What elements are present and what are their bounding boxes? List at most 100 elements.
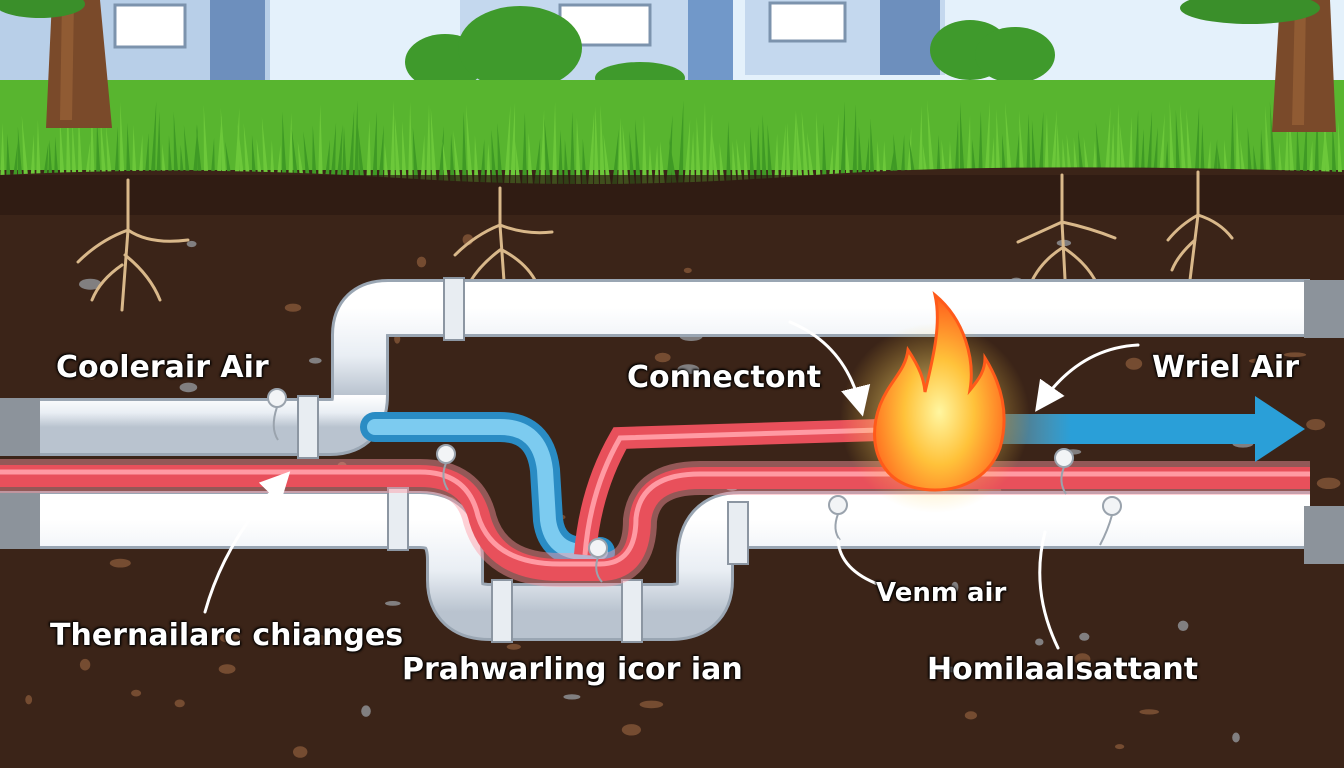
- grass-blade: [684, 119, 691, 185]
- grass-blade: [918, 105, 923, 185]
- grass-blade: [408, 101, 413, 185]
- grass-blade: [1019, 110, 1025, 185]
- grass-blade: [978, 110, 983, 185]
- grass-blade: [996, 109, 1001, 185]
- grass-blade: [1005, 102, 1013, 185]
- pebble: [563, 694, 581, 700]
- grass-blade: [1158, 113, 1165, 185]
- grass-blade: [767, 124, 773, 185]
- grass-blade: [1332, 118, 1337, 185]
- grass-blade: [510, 102, 516, 185]
- grass-blade: [792, 109, 797, 185]
- grass-blade: [486, 143, 491, 185]
- grass-blade: [114, 126, 119, 185]
- pebble: [1079, 632, 1090, 641]
- grass-blade: [336, 124, 343, 185]
- lower-pipe: [0, 487, 1344, 643]
- grass-blade: [466, 104, 473, 185]
- grass-blade: [30, 134, 35, 185]
- pebble: [1306, 419, 1326, 431]
- pebble: [109, 558, 131, 568]
- grass-blade: [342, 126, 347, 185]
- grass-blade: [780, 124, 786, 185]
- pebble: [1248, 358, 1269, 364]
- grass-blade: [348, 109, 355, 185]
- grass-blade: [372, 111, 377, 185]
- grass-blade: [807, 132, 815, 185]
- grass-blade: [534, 137, 541, 185]
- grass-blade: [1296, 122, 1301, 185]
- grass-blade: [243, 123, 251, 185]
- pebble: [964, 711, 978, 720]
- pebble: [79, 658, 91, 671]
- grass-blade: [612, 129, 619, 185]
- pebble: [284, 303, 302, 312]
- grass-blade: [1230, 104, 1235, 185]
- pebble: [1177, 620, 1189, 631]
- pebble: [621, 724, 642, 736]
- label-homilaalsattant: Homilaalsattant: [927, 652, 1199, 687]
- tree-trunk-icon: [1180, 0, 1336, 132]
- pebble: [87, 369, 97, 380]
- grass-blade: [192, 124, 198, 185]
- grass-blade: [420, 134, 425, 185]
- grass-blade: [438, 126, 444, 185]
- grass-blade: [1146, 111, 1153, 185]
- grass-blade: [654, 144, 659, 185]
- pebble: [951, 581, 959, 593]
- grass-blade: [234, 107, 240, 185]
- grass-blade: [600, 105, 605, 185]
- grass-blade: [840, 101, 845, 185]
- grass-blade: [390, 100, 395, 185]
- pebble: [309, 634, 328, 645]
- grass-blade: [196, 123, 203, 185]
- grass-blade: [203, 104, 209, 185]
- grass-blade: [801, 110, 809, 185]
- grass-blade: [522, 112, 527, 185]
- grass-blade: [966, 115, 971, 185]
- grass-blade: [1269, 101, 1277, 185]
- label-thermal-changes: Thernailarc chianges: [50, 618, 404, 653]
- grass-blade: [1169, 100, 1175, 185]
- pebble: [309, 357, 322, 364]
- grass-blade: [660, 141, 665, 185]
- grass-blade: [150, 101, 157, 185]
- grass-blade: [669, 137, 677, 185]
- grass-blade: [708, 114, 713, 185]
- grass-blade: [588, 111, 595, 185]
- grass-blade: [394, 114, 401, 185]
- grass-blade: [984, 101, 990, 185]
- grass-blade: [582, 138, 587, 185]
- grass-blade: [712, 133, 719, 185]
- grass-blade: [870, 118, 875, 185]
- pebble: [361, 705, 371, 717]
- grass-blade: [324, 139, 330, 185]
- grass-blade: [480, 139, 485, 185]
- label-wriel-air: Wriel Air: [1152, 350, 1300, 385]
- grass-blade: [474, 134, 479, 185]
- root-icon: [453, 186, 554, 297]
- pebble: [1232, 732, 1240, 743]
- callout-lines: [203, 320, 1140, 650]
- grass-blade: [378, 125, 384, 185]
- pebble: [1074, 653, 1091, 665]
- grass-blade: [528, 132, 533, 185]
- grass-blade: [384, 142, 389, 185]
- grass-blade: [642, 115, 647, 185]
- grass-blade: [100, 115, 107, 185]
- arrow-right-icon: [990, 396, 1305, 462]
- grass-blade: [173, 111, 179, 185]
- grass-blade: [629, 131, 635, 185]
- grass-blade: [1236, 110, 1241, 185]
- grass-blade: [6, 134, 11, 185]
- grass-blade: [497, 122, 503, 185]
- grass-blade: [756, 124, 761, 185]
- root-icon: [1016, 173, 1117, 300]
- grass-blade: [570, 111, 575, 185]
- grass-blade: [96, 117, 101, 185]
- grass-blade: [291, 128, 299, 185]
- pebble: [639, 700, 664, 709]
- grass-blade: [453, 130, 461, 185]
- grass-blade: [564, 139, 569, 185]
- grass-blade: [354, 100, 359, 185]
